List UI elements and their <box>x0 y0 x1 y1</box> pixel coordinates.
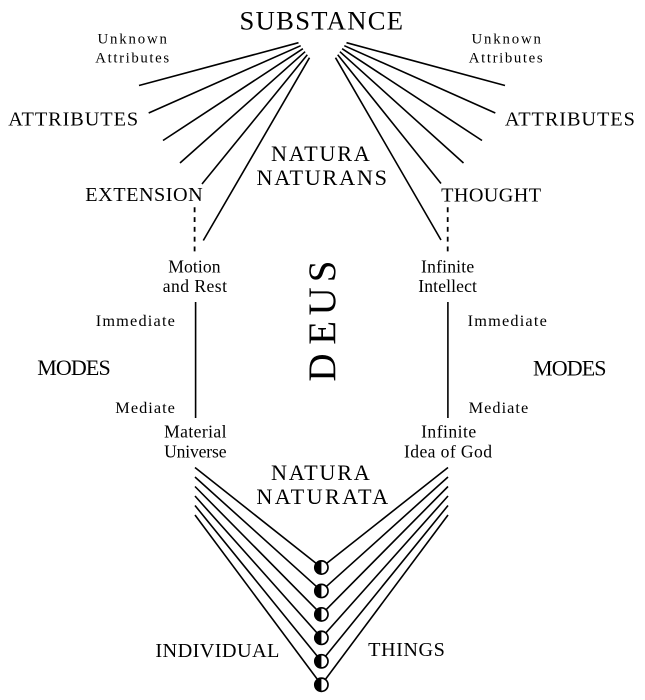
svg-text:E: E <box>301 321 344 345</box>
svg-text:Unknown: Unknown <box>97 31 167 47</box>
svg-text:THOUGHT: THOUGHT <box>441 184 541 206</box>
svg-text:Attributes: Attributes <box>95 50 169 66</box>
svg-text:NATURA: NATURA <box>271 141 370 166</box>
svg-text:MODES: MODES <box>37 355 111 380</box>
svg-text:MODES: MODES <box>533 356 607 381</box>
svg-text:Unknown: Unknown <box>471 31 541 47</box>
svg-text:S: S <box>301 261 344 283</box>
svg-text:Infinite: Infinite <box>421 422 476 442</box>
svg-text:INDIVIDUAL: INDIVIDUAL <box>155 640 279 662</box>
svg-text:ATTRIBUTES: ATTRIBUTES <box>505 109 635 131</box>
svg-text:Attributes: Attributes <box>469 50 543 66</box>
svg-text:D: D <box>301 353 344 381</box>
svg-text:Infinite: Infinite <box>421 256 474 276</box>
svg-text:Material: Material <box>164 422 227 442</box>
svg-text:U: U <box>301 287 344 315</box>
svg-text:Motion: Motion <box>168 256 220 276</box>
svg-text:NATURATA: NATURATA <box>256 484 388 509</box>
svg-text:SUBSTANCE: SUBSTANCE <box>240 6 404 36</box>
svg-text:NATURA: NATURA <box>271 460 370 485</box>
svg-text:Mediate: Mediate <box>115 398 175 417</box>
svg-text:EXTENSION: EXTENSION <box>85 184 203 206</box>
svg-text:Mediate: Mediate <box>469 398 529 417</box>
svg-text:ATTRIBUTES: ATTRIBUTES <box>8 109 138 131</box>
svg-text:Immediate: Immediate <box>468 311 547 330</box>
svg-text:and Rest: and Rest <box>163 276 227 296</box>
svg-text:Immediate: Immediate <box>96 311 175 330</box>
svg-text:Universe: Universe <box>164 441 227 461</box>
svg-text:Intellect: Intellect <box>418 276 477 296</box>
svg-text:NATURANS: NATURANS <box>256 165 387 190</box>
svg-text:Idea of God: Idea of God <box>404 441 492 461</box>
svg-text:THINGS: THINGS <box>368 639 445 661</box>
